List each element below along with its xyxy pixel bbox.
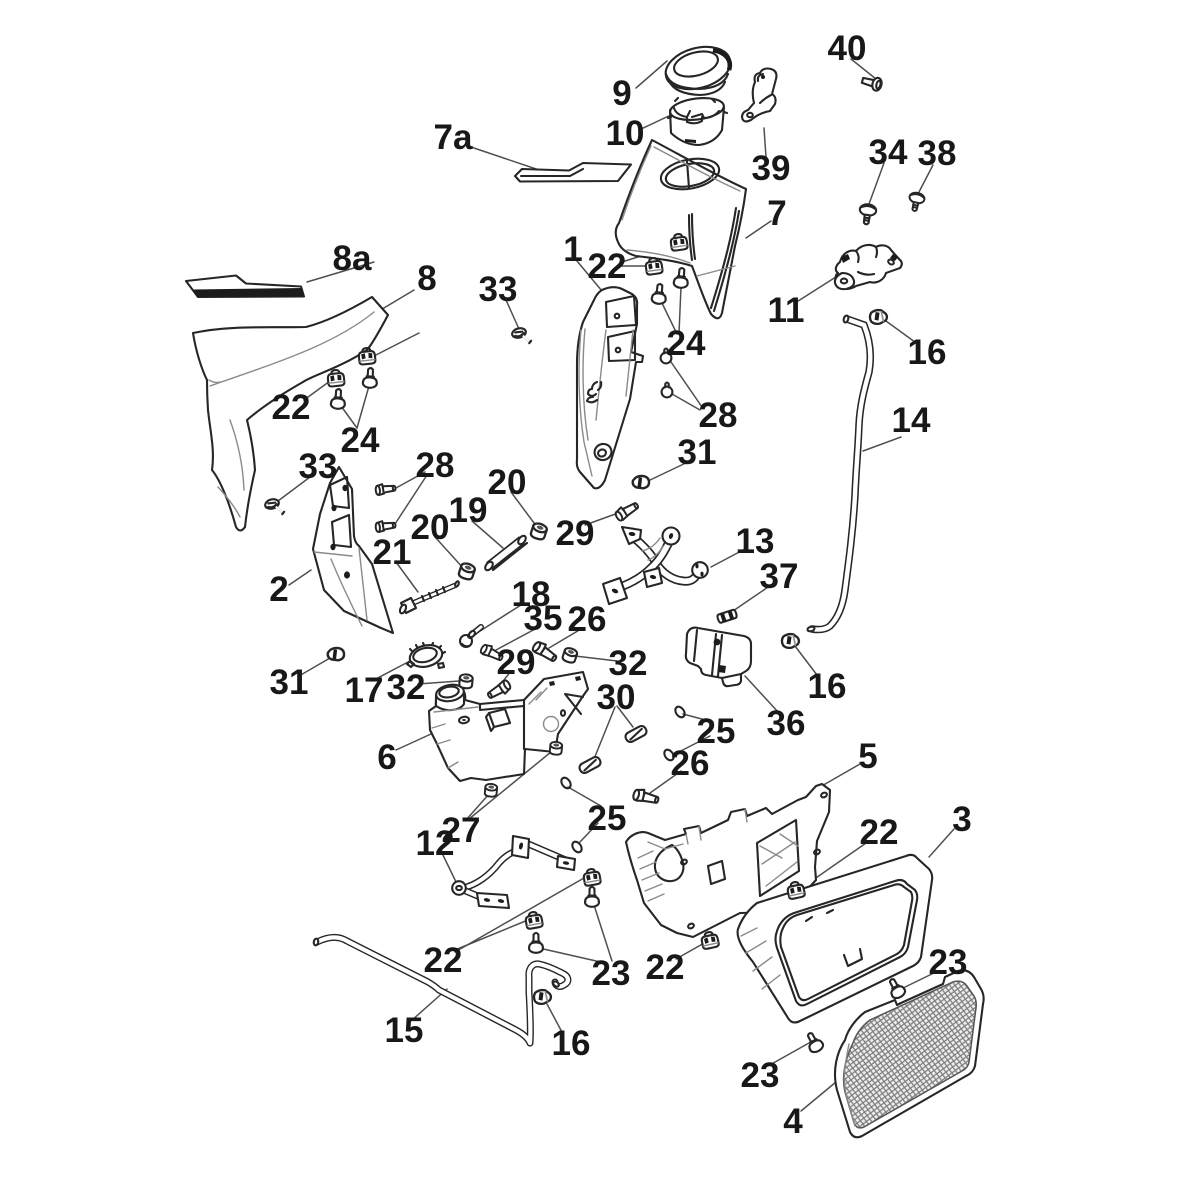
svg-text:3: 3 bbox=[952, 800, 971, 839]
svg-text:21: 21 bbox=[373, 533, 412, 572]
svg-text:22: 22 bbox=[424, 941, 463, 980]
svg-text:15: 15 bbox=[385, 1011, 424, 1050]
svg-text:22: 22 bbox=[646, 948, 685, 987]
svg-text:29: 29 bbox=[556, 514, 595, 553]
svg-text:26: 26 bbox=[671, 744, 710, 783]
svg-text:8a: 8a bbox=[333, 239, 372, 278]
svg-text:40: 40 bbox=[828, 29, 867, 68]
svg-text:24: 24 bbox=[341, 421, 380, 460]
svg-text:4: 4 bbox=[783, 1102, 803, 1141]
svg-text:27: 27 bbox=[442, 811, 481, 850]
svg-text:28: 28 bbox=[699, 396, 738, 435]
svg-text:18: 18 bbox=[512, 575, 551, 614]
svg-text:33: 33 bbox=[479, 270, 518, 309]
svg-text:35: 35 bbox=[524, 599, 563, 638]
svg-text:28: 28 bbox=[416, 446, 455, 485]
svg-text:22: 22 bbox=[588, 247, 627, 286]
svg-text:20: 20 bbox=[411, 508, 450, 547]
svg-text:19: 19 bbox=[449, 491, 488, 530]
svg-text:14: 14 bbox=[892, 401, 931, 440]
svg-text:22: 22 bbox=[272, 388, 311, 427]
svg-text:1: 1 bbox=[563, 230, 582, 269]
svg-text:16: 16 bbox=[552, 1024, 591, 1063]
svg-text:33: 33 bbox=[299, 447, 338, 486]
svg-text:13: 13 bbox=[736, 522, 775, 561]
svg-text:10: 10 bbox=[606, 114, 645, 153]
svg-text:7a: 7a bbox=[434, 118, 473, 157]
svg-text:22: 22 bbox=[860, 813, 899, 852]
svg-text:12: 12 bbox=[416, 824, 455, 863]
svg-text:36: 36 bbox=[767, 704, 806, 743]
svg-text:23: 23 bbox=[741, 1056, 780, 1095]
svg-text:11: 11 bbox=[768, 291, 805, 330]
svg-text:2: 2 bbox=[269, 570, 288, 609]
svg-text:37: 37 bbox=[760, 557, 799, 596]
svg-text:9: 9 bbox=[612, 74, 631, 113]
svg-text:25: 25 bbox=[588, 799, 627, 838]
svg-text:25: 25 bbox=[697, 712, 736, 751]
svg-text:6: 6 bbox=[377, 738, 396, 777]
svg-text:38: 38 bbox=[918, 134, 957, 173]
svg-text:16: 16 bbox=[808, 667, 847, 706]
svg-text:23: 23 bbox=[592, 954, 631, 993]
svg-text:26: 26 bbox=[568, 600, 607, 639]
svg-text:31: 31 bbox=[678, 433, 717, 472]
svg-text:8: 8 bbox=[417, 259, 436, 298]
svg-text:39: 39 bbox=[752, 149, 791, 188]
svg-text:20: 20 bbox=[488, 463, 527, 502]
svg-text:24: 24 bbox=[667, 324, 706, 363]
svg-text:32: 32 bbox=[387, 668, 426, 707]
svg-text:31: 31 bbox=[270, 663, 309, 702]
svg-text:5: 5 bbox=[858, 737, 877, 776]
svg-text:23: 23 bbox=[929, 943, 968, 982]
svg-text:34: 34 bbox=[869, 133, 908, 172]
svg-text:30: 30 bbox=[597, 678, 636, 717]
svg-text:7: 7 bbox=[767, 194, 786, 233]
svg-text:17: 17 bbox=[345, 671, 384, 710]
svg-text:29: 29 bbox=[497, 643, 536, 682]
svg-text:32: 32 bbox=[609, 644, 648, 683]
svg-text:16: 16 bbox=[908, 333, 947, 372]
